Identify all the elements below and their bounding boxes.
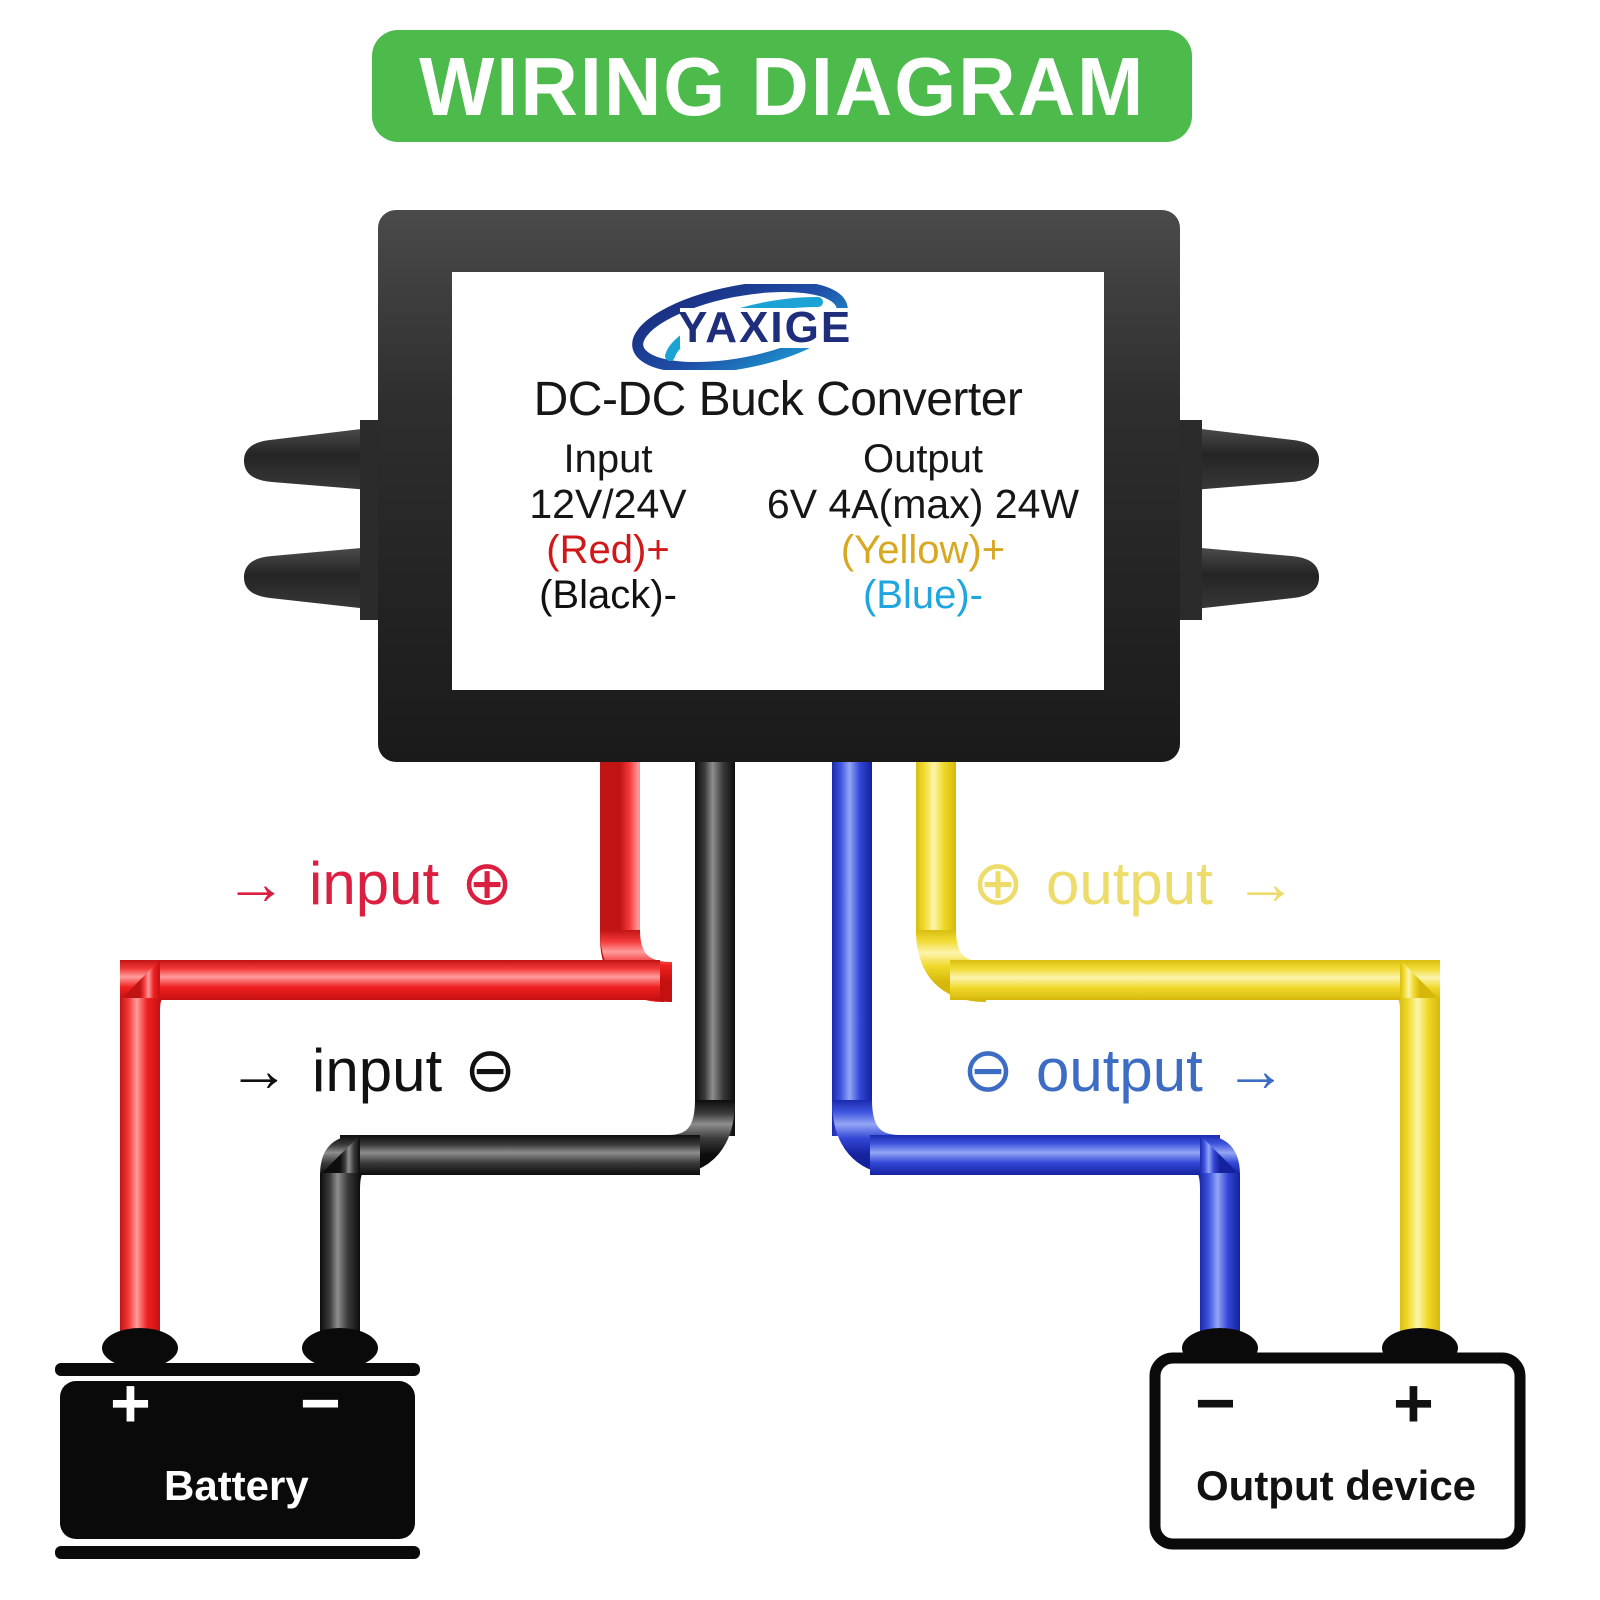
converter-label-plate: YAXIGE DC-DC Buck Converter Input 12V/24…	[452, 272, 1104, 690]
label-output-negative: ⊖ output →	[962, 1040, 1287, 1102]
battery-body	[60, 1381, 415, 1539]
title-banner: WIRING DIAGRAM	[372, 30, 1192, 142]
output-device-caption: Output device	[1196, 1462, 1477, 1509]
brand-wordmark: YAXIGE	[678, 303, 852, 352]
circled-plus-icon: ⊕	[461, 849, 514, 918]
arrow-right-icon: →	[1224, 1036, 1287, 1105]
input-spec-column: Input 12V/24V (Red)+ (Black)-	[463, 437, 753, 617]
label-text: output	[1045, 850, 1213, 917]
output-rating: 6V 4A(max) 24W	[766, 480, 1080, 527]
label-output-positive: ⊕ output →	[972, 853, 1297, 915]
output-device	[1149, 1328, 1526, 1550]
circled-minus-icon: ⊖	[464, 1036, 517, 1105]
arrow-right-icon: →	[225, 849, 287, 918]
wire-yellow	[916, 756, 1440, 1342]
input-heading: Input	[563, 437, 653, 481]
battery-terminal-positive	[102, 1328, 178, 1368]
mounting-ear-right	[1158, 420, 1320, 620]
battery-positive-symbol: +	[110, 1364, 151, 1442]
label-text: output	[1035, 1037, 1203, 1104]
brand-logo: YAXIGE	[452, 284, 1104, 370]
input-negative-wire-label: (Black)-	[539, 572, 677, 617]
output-heading: Output	[862, 437, 984, 481]
arrow-right-icon: →	[228, 1036, 290, 1105]
battery-caption: Battery	[164, 1462, 309, 1509]
page-title: WIRING DIAGRAM	[418, 39, 1146, 133]
output-device-positive-symbol: +	[1393, 1364, 1434, 1442]
input-rating: 12V/24V	[529, 480, 687, 527]
battery-negative-symbol: −	[300, 1364, 341, 1442]
arrow-right-icon: →	[1234, 849, 1297, 918]
wire-red	[120, 756, 673, 1342]
wire-group	[120, 756, 1440, 1343]
output-device-negative-symbol: −	[1195, 1364, 1236, 1442]
label-text: input	[309, 850, 440, 917]
spec-columns: Input 12V/24V (Red)+ (Black)- Output 6V …	[452, 437, 1104, 617]
circled-plus-icon: ⊕	[972, 849, 1024, 918]
battery	[55, 1328, 420, 1559]
output-negative-wire-label: (Blue)-	[862, 572, 984, 617]
wire-blue	[832, 756, 1240, 1343]
output-positive-wire-label: (Yellow)+	[840, 527, 1006, 572]
label-input-positive: → input ⊕	[225, 853, 513, 915]
input-positive-wire-label: (Red)+	[546, 527, 670, 572]
output-spec-column: Output 6V 4A(max) 24W (Yellow)+ (Blue)-	[753, 437, 1093, 617]
output-device-body	[1149, 1352, 1526, 1550]
yaxige-logo-icon: YAXIGE	[632, 284, 928, 370]
product-name: DC-DC Buck Converter	[533, 373, 1023, 426]
label-input-negative: → input ⊖	[228, 1040, 516, 1102]
label-text: input	[312, 1037, 443, 1104]
battery-terminal-negative	[302, 1328, 378, 1368]
wire-black	[320, 756, 735, 1343]
circled-minus-icon: ⊖	[962, 1036, 1014, 1105]
